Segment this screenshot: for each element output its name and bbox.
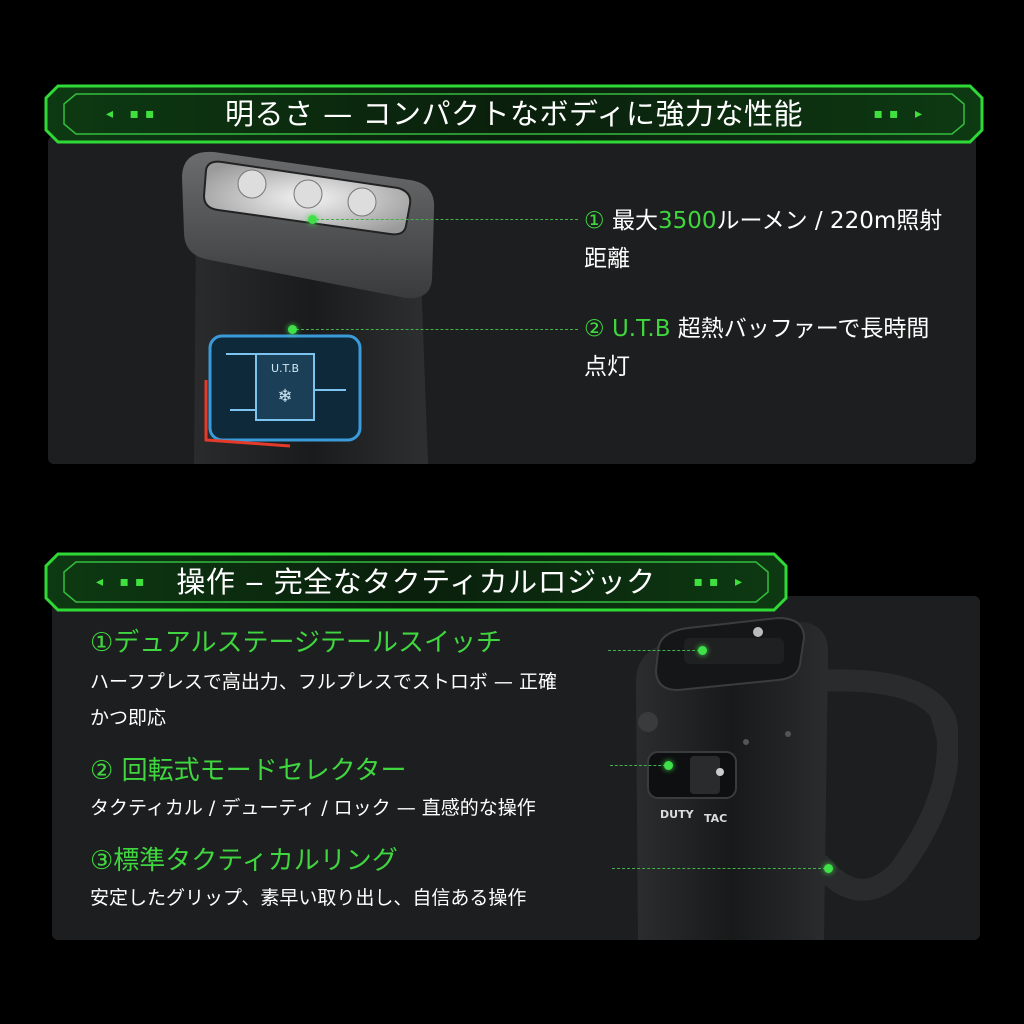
feature-number: ② [584, 316, 605, 342]
pointer-dot-2 [288, 325, 297, 334]
feature-text-line2: 距離 [584, 246, 630, 272]
feature-highlight: 3500 [657, 208, 717, 234]
feature-heading-ring: ③標準タクティカルリング [90, 846, 398, 876]
feature-desc-line: かつ即応 [90, 707, 167, 729]
banner-frame [44, 552, 788, 612]
snowflake-icon: ❄ [277, 386, 292, 407]
feature-utb: ② U.T.B 超熱バッファーで長時間 点灯 [584, 310, 974, 386]
feature-text-line2: 点灯 [584, 354, 630, 380]
feature-text: 超熱バッファーで長時間 [670, 316, 930, 342]
leader-line-4 [610, 765, 666, 766]
pointer-dot-4 [664, 761, 673, 770]
feature-heading-switch: ①デュアルステージテールスイッチ [90, 628, 503, 658]
feature-highlight: U.T.B [611, 316, 671, 342]
section-title: 操作 ‒ 完全なタクティカルロジック [176, 565, 656, 599]
duty-label: DUTY [660, 808, 695, 821]
feature-lumen: ① 最大3500ルーメン / 220m照射 距離 [584, 202, 974, 278]
operation-banner: ◂ ▪▪ ▪▪ ▸ 操作 ‒ 完全なタクティカルロジック [44, 550, 788, 614]
right-arrow-icon: ▪▪ ▸ [693, 574, 748, 590]
feature-desc-line: ハーフプレスで高出力、フルプレスでストロボ — 正確 [90, 671, 557, 693]
left-arrow-icon: ◂ ▪▪ [96, 574, 151, 590]
tac-label: TAC [704, 812, 727, 825]
section-title: 明るさ — コンパクトなボディに強力な性能 [225, 97, 803, 131]
leader-line-5 [612, 868, 826, 869]
leader-line-1 [316, 219, 578, 220]
left-arrow-icon: ◂ ▪▪ [106, 106, 161, 122]
utb-chip-label: U.T.B [271, 362, 299, 375]
feature-number: ① [584, 208, 605, 234]
feature-text: 最大 [611, 208, 658, 234]
pointer-dot-5 [824, 864, 833, 873]
right-arrow-icon: ▪▪ ▸ [873, 106, 928, 122]
pointer-dot-3 [698, 646, 707, 655]
feature-heading-selector: ② 回転式モードセレクター [90, 756, 407, 786]
flashlight-head-image: U.T.B ❄ [182, 151, 435, 464]
feature-desc-selector: タクティカル / デューティ / ロック — 直感的な操作 [90, 797, 536, 819]
feature-text: ルーメン / 220m照射 [716, 208, 943, 234]
feature-desc-switch: ハーフプレスで高出力、フルプレスでストロボ — 正確 かつ即応 [90, 664, 610, 736]
pointer-dot-1 [308, 215, 317, 224]
brightness-banner: ◂ ▪▪ ▪▪ ▸ 明るさ — コンパクトなボディに強力な性能 [44, 82, 984, 146]
leader-line-3 [608, 650, 700, 651]
leader-line-2 [296, 329, 578, 330]
flashlight-tail-image: DUTY TAC [636, 616, 958, 940]
banner-frame [44, 84, 984, 144]
feature-desc-ring: 安定したグリップ、素早い取り出し、自信ある操作 [90, 887, 527, 909]
